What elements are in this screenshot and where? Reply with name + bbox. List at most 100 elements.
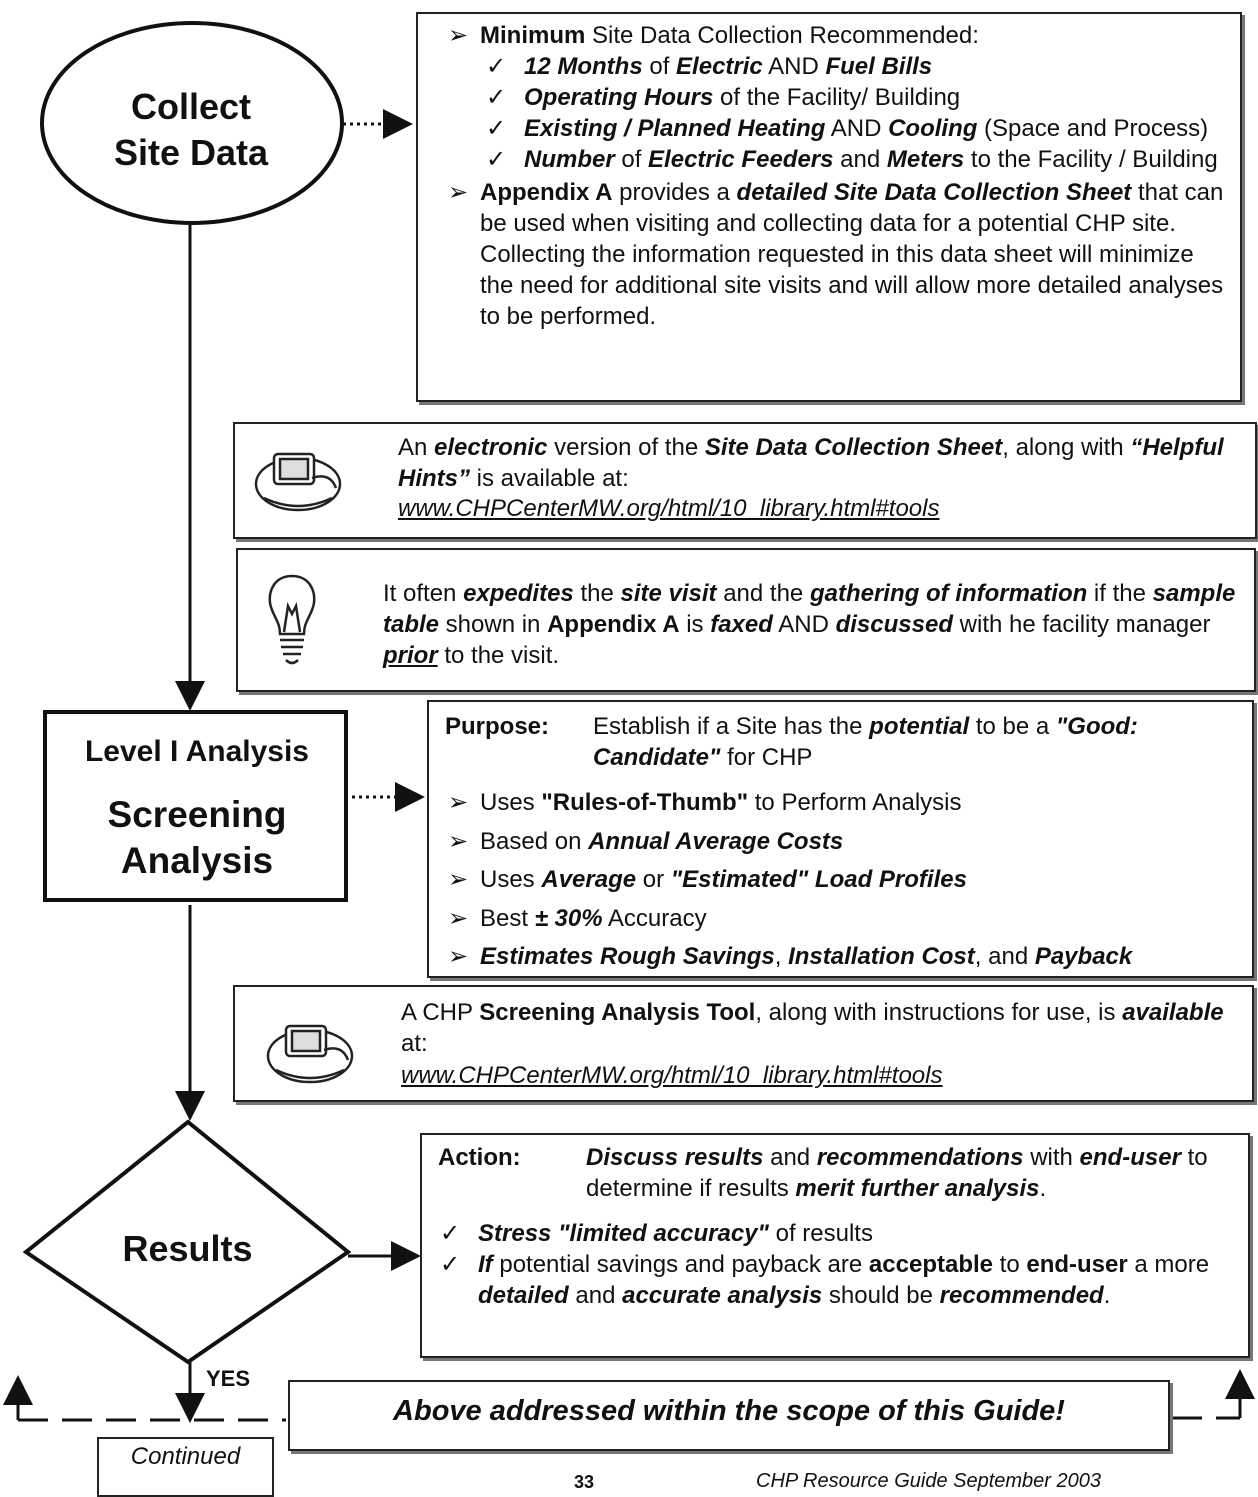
text-run: shown in <box>439 611 548 638</box>
level1-analysis-node <box>43 710 348 902</box>
text-run: A CHP <box>401 999 480 1026</box>
lightbulb-icon <box>268 574 316 665</box>
check-item: If potential savings and payback are acc… <box>434 1249 1240 1311</box>
text-run: provides a <box>612 179 737 206</box>
appendix-a-item: Appendix A provides a detailed Site Data… <box>436 177 1230 332</box>
text-run: faxed <box>710 611 773 638</box>
check-item: Operating Hours of the Facility/ Buildin… <box>480 82 1230 113</box>
scope-banner <box>288 1380 1170 1451</box>
computer-icon <box>254 452 342 512</box>
text-run: Annual Average Costs <box>588 827 844 855</box>
text-run: Screening Analysis Tool <box>479 999 756 1026</box>
text-run: ± 30% <box>534 904 603 932</box>
text-run: to the Facility / Building <box>964 146 1218 173</box>
level1-label-a: Level I Analysis <box>84 735 309 768</box>
text-run: and <box>568 1282 623 1309</box>
text-run: end-user <box>1079 1144 1181 1171</box>
purpose-text: Establish if a Site has the potential to… <box>593 711 1233 773</box>
level1-label-b: Screening Analysis <box>107 794 287 881</box>
text-run: , and <box>974 943 1035 970</box>
purpose-item: Best ± 30% Accuracy <box>430 900 1250 939</box>
text-run: Number <box>524 146 615 173</box>
text-run: and <box>833 146 887 173</box>
action-label: Action: <box>438 1144 521 1171</box>
purpose-label: Purpose: <box>445 713 550 740</box>
text-run: , along with instructions for use, is <box>755 999 1123 1026</box>
text-run: Average <box>541 866 637 893</box>
text-run: "limited accuracy" <box>558 1220 769 1247</box>
text-run: An <box>398 434 435 461</box>
text-run: acceptable <box>868 1251 993 1278</box>
text-run: "Good: Candidate" <box>593 713 1138 771</box>
text-run: Fuel Bills <box>825 53 933 80</box>
action-text: Discuss results and recommendations with… <box>586 1142 1236 1204</box>
yes-label: YES <box>206 1366 251 1391</box>
text-run: of the Facility/ Building <box>713 84 961 111</box>
text-run: available <box>1122 999 1224 1026</box>
text-run: merit further analysis <box>795 1175 1040 1202</box>
text-run: potential <box>869 713 970 740</box>
expedite-tip-text: It often expedites the site visit and th… <box>383 578 1245 671</box>
text-run: , <box>774 943 789 970</box>
results-decision-node <box>22 1119 352 1365</box>
text-run: Electric <box>676 53 763 80</box>
purpose-item: Uses "Rules-of-Thumb" to Perform Analysi… <box>430 784 1250 823</box>
text-run: "Rules-of-Thumb" <box>541 789 749 816</box>
text-run: end-user <box>1026 1251 1128 1278</box>
text-run: version of the <box>547 434 705 461</box>
tools-link-2[interactable]: www.CHPCenterMW.org/html/10_library.html… <box>401 1062 943 1089</box>
text-run: site visit <box>620 580 717 607</box>
site-data-collection-box: Minimum Site Data Collection Recommended… <box>416 12 1242 402</box>
text-run: Operating Hours <box>524 84 714 111</box>
text-run: with he facility manager <box>952 611 1211 638</box>
text-run: Based on <box>480 827 589 855</box>
scope-banner-text: Above addressed within the scope of this… <box>393 1395 1065 1427</box>
text-run: prior <box>383 642 438 669</box>
electronic-version-box <box>233 422 1257 539</box>
text-run: AND <box>772 611 836 638</box>
check-item: 12 Months of Electric AND Fuel Bills <box>480 51 1230 82</box>
text-run: Site Data Collection Sheet <box>704 434 1003 461</box>
text-run: Estimates Rough Savings <box>480 943 775 970</box>
text-run: and the <box>716 580 810 607</box>
text-run: 12 Months <box>524 53 643 80</box>
min-data-item: Minimum Site Data Collection Recommended… <box>436 20 1230 175</box>
text-run: and <box>763 1144 817 1171</box>
purpose-list: Uses "Rules-of-Thumb" to Perform Analysi… <box>430 784 1250 977</box>
text-run: a more <box>1127 1251 1210 1278</box>
text-run: is available at: <box>470 465 629 492</box>
text-run: to Perform Analysis <box>748 789 962 816</box>
text-run: detailed <box>478 1282 569 1309</box>
text-run: . <box>1103 1282 1111 1309</box>
results-label: Results <box>122 1228 253 1269</box>
text-run: the <box>573 580 621 607</box>
purpose-item: Based on Annual Average Costs <box>430 823 1250 862</box>
text-run: Cooling <box>888 115 978 142</box>
text-run: of results <box>768 1220 873 1247</box>
text-run: that can be used when visiting and colle… <box>480 179 1224 330</box>
text-run: electronic <box>434 434 548 461</box>
text-run: It often <box>383 580 464 607</box>
text-run: to the visit. <box>437 642 560 669</box>
text-run: Appendix A <box>547 611 680 638</box>
text-run: accurate analysis <box>622 1282 823 1309</box>
text-run: for CHP <box>720 744 813 771</box>
collect-site-data-node <box>40 21 344 225</box>
text-run: Accuracy <box>602 904 707 932</box>
text-run: AND <box>762 53 826 80</box>
text-run: or <box>636 866 671 893</box>
text-run: Meters <box>886 146 965 173</box>
text-run: with <box>1023 1144 1080 1171</box>
text-run: "Estimated" Load Profiles <box>670 866 967 893</box>
text-run: Existing / Planned Heating <box>524 115 826 142</box>
text-run: should be <box>822 1282 940 1309</box>
text-run: “Helpful Hints” <box>398 434 1224 492</box>
tools-link-1[interactable]: www.CHPCenterMW.org/html/10_library.html… <box>398 495 940 522</box>
text-run: . <box>1039 1175 1047 1202</box>
text-run: recommendations <box>816 1144 1024 1171</box>
purpose-item: Uses Average or "Estimated" Load Profile… <box>430 861 1250 900</box>
check-item: Stress "limited accuracy" of results <box>434 1218 1240 1249</box>
continued-label: Continued <box>130 1443 241 1470</box>
text-run: Payback <box>1034 943 1133 970</box>
